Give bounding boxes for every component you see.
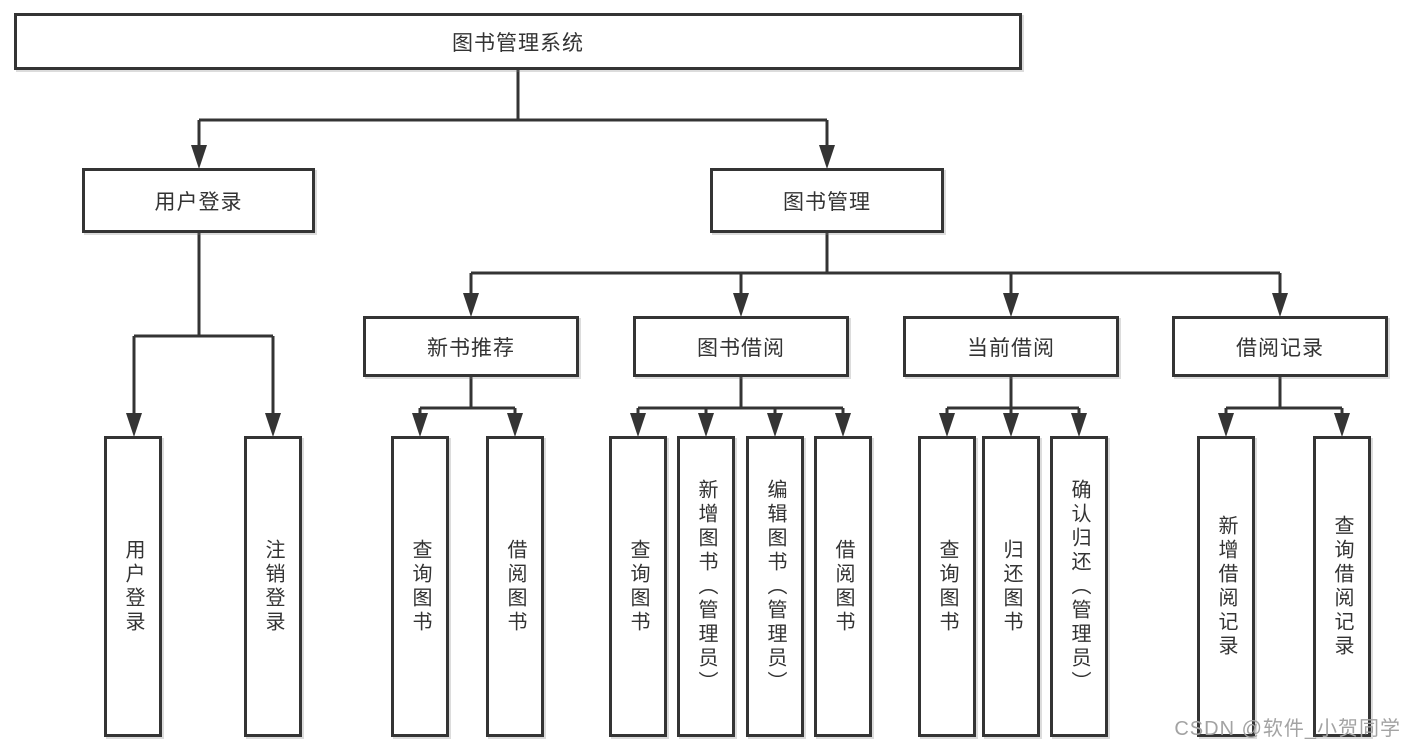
leaf-search-borrow-record: 查询借阅记录 xyxy=(1313,436,1371,737)
node-new-book-recommendation: 新书推荐 xyxy=(363,316,579,377)
node-label: 确认归还（管理员） xyxy=(1068,478,1090,695)
node-label: 借阅记录 xyxy=(1236,336,1324,360)
leaf-return-books: 归还图书 xyxy=(982,436,1040,737)
node-label: 图书借阅 xyxy=(697,336,785,360)
node-current-borrowing: 当前借阅 xyxy=(903,316,1119,377)
leaf-confirm-return-admin: 确认归还（管理员） xyxy=(1050,436,1108,737)
node-label: 当前借阅 xyxy=(967,336,1055,360)
node-user-login: 用户登录 xyxy=(82,168,315,233)
leaf-search-books-borrowing: 查询图书 xyxy=(609,436,667,737)
node-label: 注销登录 xyxy=(262,538,284,635)
node-label: 新增借阅记录 xyxy=(1215,514,1237,659)
leaf-add-borrow-record: 新增借阅记录 xyxy=(1197,436,1255,737)
node-label: 新增图书（管理员） xyxy=(695,478,717,695)
arrowheads xyxy=(126,145,1350,437)
node-root-system: 图书管理系统 xyxy=(14,13,1022,70)
node-label: 图书管理 xyxy=(783,190,871,214)
leaf-add-books-admin: 新增图书（管理员） xyxy=(677,436,735,737)
leaf-borrow-books: 借阅图书 xyxy=(814,436,872,737)
leaf-borrow-books-recommend: 借阅图书 xyxy=(486,436,544,737)
node-label: 用户登录 xyxy=(154,190,243,214)
leaf-user-login: 用户登录 xyxy=(104,436,162,737)
leaf-search-books-current: 查询图书 xyxy=(918,436,976,737)
node-book-management: 图书管理 xyxy=(710,168,944,233)
node-label: 借阅图书 xyxy=(832,538,854,635)
node-label: 编辑图书（管理员） xyxy=(764,478,786,695)
node-label: 借阅图书 xyxy=(504,538,526,635)
node-label: 归还图书 xyxy=(1000,538,1022,635)
node-label: 查询借阅记录 xyxy=(1331,514,1353,659)
leaf-edit-books-admin: 编辑图书（管理员） xyxy=(746,436,804,737)
node-label: 新书推荐 xyxy=(427,336,515,360)
node-book-borrowing: 图书借阅 xyxy=(633,316,849,377)
node-label: 图书管理系统 xyxy=(452,31,584,55)
node-label: 查询图书 xyxy=(409,538,431,635)
node-label: 查询图书 xyxy=(627,538,649,635)
node-borrowing-records: 借阅记录 xyxy=(1172,316,1388,377)
csdn-watermark: CSDN @软件_小贺同学 xyxy=(1174,718,1401,740)
node-label: 查询图书 xyxy=(936,538,958,635)
leaf-logout: 注销登录 xyxy=(244,436,302,737)
node-label: 用户登录 xyxy=(122,538,144,635)
leaf-search-books-recommend: 查询图书 xyxy=(391,436,449,737)
